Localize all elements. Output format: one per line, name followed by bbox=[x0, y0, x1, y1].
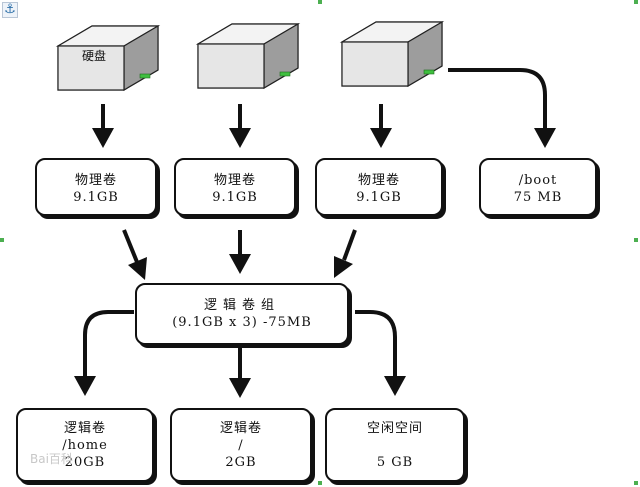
logical-volume-size: 20GB bbox=[64, 455, 106, 470]
boot-partition-name: /boot bbox=[518, 173, 558, 188]
watermark: Bai百科 bbox=[30, 452, 73, 466]
free-space-size: 5 GB bbox=[376, 455, 414, 470]
hard-disk-icon bbox=[55, 24, 161, 92]
resize-handle[interactable] bbox=[634, 481, 638, 485]
volume-group-box: 逻辑卷组 (9.1GB x 3) -75MB bbox=[135, 283, 349, 345]
physical-volume-title: 物理卷 bbox=[213, 173, 256, 188]
logical-volume-title: 逻辑卷 bbox=[219, 421, 262, 436]
volume-group-size: (9.1GB x 3) -75MB bbox=[172, 315, 312, 330]
volume-group-title: 逻辑卷组 bbox=[203, 298, 280, 313]
resize-handle[interactable] bbox=[318, 481, 322, 485]
free-space-title: 空闲空间 bbox=[366, 421, 423, 436]
logical-volume-mount: /home bbox=[62, 438, 108, 453]
arrow bbox=[370, 104, 392, 148]
arrow bbox=[229, 230, 251, 274]
physical-volume-box: 物理卷 9.1GB bbox=[315, 158, 443, 216]
arrow bbox=[74, 310, 134, 396]
resize-handle[interactable] bbox=[318, 0, 322, 4]
arrow bbox=[229, 346, 251, 398]
free-space-mount bbox=[327, 437, 463, 454]
boot-partition-box: /boot 75 MB bbox=[479, 158, 597, 216]
physical-volume-box: 物理卷 9.1GB bbox=[174, 158, 296, 216]
physical-volume-size: 9.1GB bbox=[212, 190, 258, 205]
hard-disk-icon bbox=[339, 20, 445, 88]
resize-handle[interactable] bbox=[634, 0, 638, 4]
hard-disk-icon bbox=[195, 22, 301, 90]
arrow bbox=[355, 310, 406, 396]
disk-label: 硬盘 bbox=[82, 49, 107, 63]
arrow bbox=[92, 104, 114, 148]
resize-handle[interactable] bbox=[634, 238, 638, 242]
boot-partition-size: 75 MB bbox=[513, 190, 563, 205]
logical-volume-box: 逻辑卷 / 2GB bbox=[170, 408, 312, 482]
arrow bbox=[229, 104, 251, 148]
physical-volume-title: 物理卷 bbox=[357, 173, 400, 188]
arrow bbox=[122, 229, 147, 280]
resize-handle[interactable] bbox=[0, 238, 4, 242]
logical-volume-title: 逻辑卷 bbox=[63, 421, 106, 436]
physical-volume-size: 9.1GB bbox=[73, 190, 119, 205]
anchor-icon[interactable]: ⚓ bbox=[2, 2, 18, 18]
physical-volume-size: 9.1GB bbox=[356, 190, 402, 205]
logical-volume-size: 2GB bbox=[225, 455, 257, 470]
physical-volume-box: 物理卷 9.1GB bbox=[35, 158, 157, 216]
free-space-box: 空闲空间 5 GB bbox=[325, 408, 465, 482]
logical-volume-box: 逻辑卷 /home 20GB bbox=[16, 408, 154, 482]
arrow bbox=[334, 229, 357, 278]
physical-volume-title: 物理卷 bbox=[74, 173, 117, 188]
logical-volume-mount: / bbox=[238, 438, 244, 453]
arrow bbox=[448, 68, 556, 148]
